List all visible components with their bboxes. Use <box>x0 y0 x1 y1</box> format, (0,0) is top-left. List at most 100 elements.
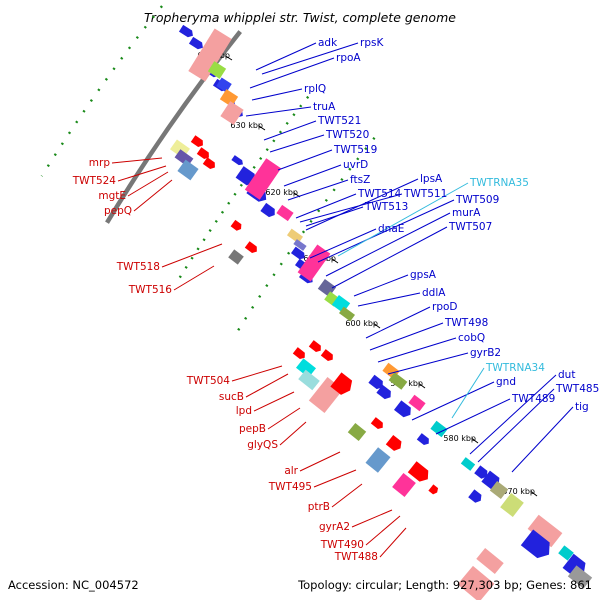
gene-block <box>220 101 244 125</box>
gene-block-shape <box>244 158 282 200</box>
gene-label-alr[interactable]: alr <box>284 465 298 477</box>
leader-line <box>249 57 335 89</box>
gene-label-mrp[interactable]: mrp <box>89 157 111 169</box>
gene-label-TWTRNA34[interactable]: TWTRNA34 <box>485 362 545 374</box>
gene-label-sucB[interactable]: sucB <box>219 391 244 403</box>
gene-block <box>276 204 294 222</box>
gene-label-ddlA[interactable]: ddlA <box>422 287 446 299</box>
gene-label-cobQ[interactable]: cobQ <box>458 332 485 344</box>
gene-block <box>298 369 320 391</box>
gene-label-lpd[interactable]: lpd <box>236 405 252 417</box>
gene-label-gyrB2[interactable]: gyrB2 <box>470 347 501 359</box>
gene-label-TWTRNA35[interactable]: TWTRNA35 <box>469 177 529 189</box>
gene-label-TWT509[interactable]: TWT509 <box>455 194 499 206</box>
gene-label-rpoD[interactable]: rpoD <box>432 301 458 313</box>
gene-label-glyQS[interactable]: glyQS <box>247 439 278 451</box>
kbp-tick-5 <box>418 382 426 389</box>
gene-label-TWT514[interactable]: TWT514 <box>357 188 402 200</box>
gene-label-rpoA[interactable]: rpoA <box>336 52 361 64</box>
gene-block-shape <box>365 447 391 473</box>
gene-label-truA[interactable]: truA <box>313 101 336 113</box>
kbp-tick-3 <box>331 257 339 264</box>
gene-label-TWT519[interactable]: TWT519 <box>333 144 377 156</box>
gene-label-TWT488[interactable]: TWT488 <box>334 551 378 563</box>
gene-label-TWT490[interactable]: TWT490 <box>320 539 364 551</box>
gene-arrow-shape <box>368 374 383 390</box>
leader-line <box>451 367 485 419</box>
gene-label-tig[interactable]: tig <box>575 401 589 413</box>
gene-label-dnaE[interactable]: dnaE <box>378 223 404 235</box>
leader-line <box>161 243 223 268</box>
leader-line <box>261 42 359 75</box>
leader-line <box>435 398 511 435</box>
gene-label-TWT498[interactable]: TWT498 <box>444 317 488 329</box>
gene-label-gyrA2[interactable]: gyrA2 <box>319 521 350 533</box>
gene-block-shape <box>392 472 416 498</box>
gene-arrow-shape <box>416 433 429 445</box>
gene-block-shape <box>408 394 426 412</box>
gene-label-ptrB[interactable]: ptrB <box>308 501 330 513</box>
gene-label-TWT504[interactable]: TWT504 <box>186 375 231 387</box>
gene-label-TWT518[interactable]: TWT518 <box>116 261 160 273</box>
gene-arrow-shape <box>196 147 209 159</box>
gene-label-lpsA[interactable]: lpsA <box>420 173 443 185</box>
gene-label-TWT489[interactable]: TWT489 <box>511 393 555 405</box>
gene-label-adk[interactable]: adk <box>318 37 338 49</box>
leader-line <box>299 451 341 472</box>
gene-arrow <box>202 157 215 169</box>
gene-label-murA[interactable]: murA <box>452 207 481 219</box>
gene-block <box>567 565 593 589</box>
gene-label-ftsZ[interactable]: ftsZ <box>350 174 370 186</box>
gene-label-dut[interactable]: dut <box>558 369 575 381</box>
gene-block-shape <box>298 369 320 391</box>
gene-label-TWT520[interactable]: TWT520 <box>325 129 369 141</box>
gene-arrow-shape <box>190 135 203 147</box>
gene-block-shape <box>297 244 331 282</box>
leader-line <box>117 165 167 182</box>
gene-arrow <box>231 155 243 166</box>
gene-label-rpsK[interactable]: rpsK <box>360 37 384 49</box>
gene-label-TWT521[interactable]: TWT521 <box>317 115 361 127</box>
leader-line <box>255 42 317 71</box>
gene-label-TWT524[interactable]: TWT524 <box>72 175 117 187</box>
gene-label-rplQ[interactable]: rplQ <box>304 83 326 95</box>
gene-arrow <box>428 484 439 495</box>
gene-arrow-shape <box>407 461 429 482</box>
gene-label-TWT495[interactable]: TWT495 <box>268 481 312 493</box>
leader-line <box>251 88 303 101</box>
kbp-label: 590 kbp <box>390 379 423 388</box>
gene-label-TWT511[interactable]: TWT511 <box>403 188 447 200</box>
gene-label-gnd[interactable]: gnd <box>496 376 516 388</box>
leader-line <box>245 373 289 398</box>
gene-block-shape <box>207 61 227 79</box>
leader-line <box>295 193 357 219</box>
gene-block <box>347 422 367 442</box>
gene-label-uvrD[interactable]: uvrD <box>343 159 368 171</box>
gene-label-TWT485[interactable]: TWT485 <box>555 383 599 395</box>
leader-line <box>269 134 325 153</box>
gene-arrow-shape <box>188 36 203 50</box>
gene-label-pepQ[interactable]: pepQ <box>104 205 132 217</box>
gene-label-pepB[interactable]: pepB <box>239 423 266 435</box>
leader-line <box>331 483 363 508</box>
gene-label-gpsA[interactable]: gpsA <box>410 269 437 281</box>
leader-line <box>357 292 421 307</box>
gene-arrow-shape <box>244 241 257 253</box>
gene-block-shape <box>476 547 504 575</box>
gene-label-TWT516[interactable]: TWT516 <box>128 284 173 296</box>
gene-label-TWT513[interactable]: TWT513 <box>364 201 408 213</box>
gene-block-shape <box>220 101 244 125</box>
gene-arrow <box>394 400 411 418</box>
leader-line <box>133 179 173 212</box>
gene-block-shape <box>228 249 244 265</box>
leader-line <box>325 212 451 277</box>
gene-arrow-shape <box>370 417 383 429</box>
gene-block <box>228 249 244 265</box>
gene-block-shape <box>457 565 495 600</box>
gene-block <box>177 159 199 181</box>
gene-label-mgtE[interactable]: mgtE <box>98 190 126 202</box>
gene-block <box>460 457 476 471</box>
gene-label-TWT507[interactable]: TWT507 <box>448 221 492 233</box>
